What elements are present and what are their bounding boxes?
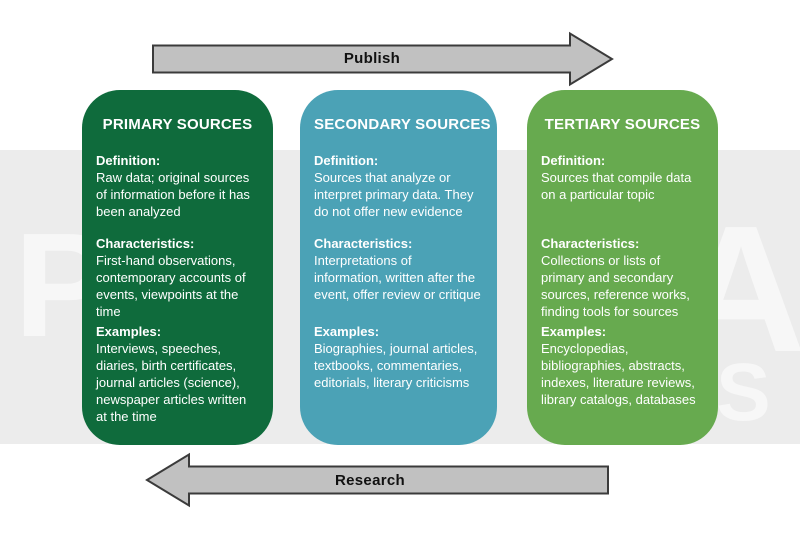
right-arrow-shape <box>152 31 614 87</box>
definition-section: Definition: Sources that analyze or inte… <box>314 152 483 235</box>
examples-section: Examples: Encyclopedias, bibliographies,… <box>541 323 704 408</box>
section-text: Sources that analyze or interpret primar… <box>314 170 474 219</box>
section-label: Characteristics: <box>314 236 413 251</box>
definition-section: Definition: Sources that compile data on… <box>541 152 704 235</box>
research-arrow-label: Research <box>335 472 405 489</box>
left-arrow-shape <box>145 452 609 508</box>
card-title: TERTIARY SOURCES <box>544 116 701 133</box>
section-label: Definition: <box>314 153 379 168</box>
examples-section: Examples: Biographies, journal articles,… <box>314 323 483 391</box>
secondary-sources-card: SECONDARY SOURCES Definition: Sources th… <box>300 90 497 445</box>
section-text: Collections or lists of primary and seco… <box>541 253 690 319</box>
examples-section: Examples: Interviews, speeches, diaries,… <box>96 323 259 425</box>
section-label: Characteristics: <box>96 236 195 251</box>
section-text: Interviews, speeches, diaries, birth cer… <box>96 341 247 424</box>
section-label: Definition: <box>96 153 161 168</box>
section-label: Examples: <box>314 324 380 339</box>
characteristics-section: Characteristics: First-hand observations… <box>96 235 259 323</box>
publish-arrow-icon <box>152 31 614 87</box>
section-text: Encyclopedias, bibliographies, abstracts… <box>541 341 696 407</box>
card-title: SECONDARY SOURCES <box>314 116 491 133</box>
section-label: Characteristics: <box>541 236 640 251</box>
watermark-letter: S <box>716 347 771 438</box>
section-text: Raw data; original sources of informatio… <box>96 170 250 219</box>
section-text: Sources that compile data on a particula… <box>541 170 692 202</box>
section-label: Examples: <box>541 324 607 339</box>
publish-arrow-label: Publish <box>343 50 401 67</box>
definition-section: Definition: Raw data; original sources o… <box>96 152 259 235</box>
card-title: PRIMARY SOURCES <box>102 116 253 133</box>
section-text: First-hand observations, contemporary ac… <box>96 253 246 319</box>
section-text: Interpretations of information, written … <box>314 253 481 302</box>
research-arrow-icon <box>145 452 609 508</box>
characteristics-section: Characteristics: Interpretations of info… <box>314 235 483 323</box>
section-label: Definition: <box>541 153 606 168</box>
section-label: Examples: <box>96 324 162 339</box>
section-text: Biographies, journal articles, textbooks… <box>314 341 478 390</box>
tertiary-sources-card: TERTIARY SOURCES Definition: Sources tha… <box>527 90 718 445</box>
primary-sources-card: PRIMARY SOURCES Definition: Raw data; or… <box>82 90 273 445</box>
characteristics-section: Characteristics: Collections or lists of… <box>541 235 704 323</box>
